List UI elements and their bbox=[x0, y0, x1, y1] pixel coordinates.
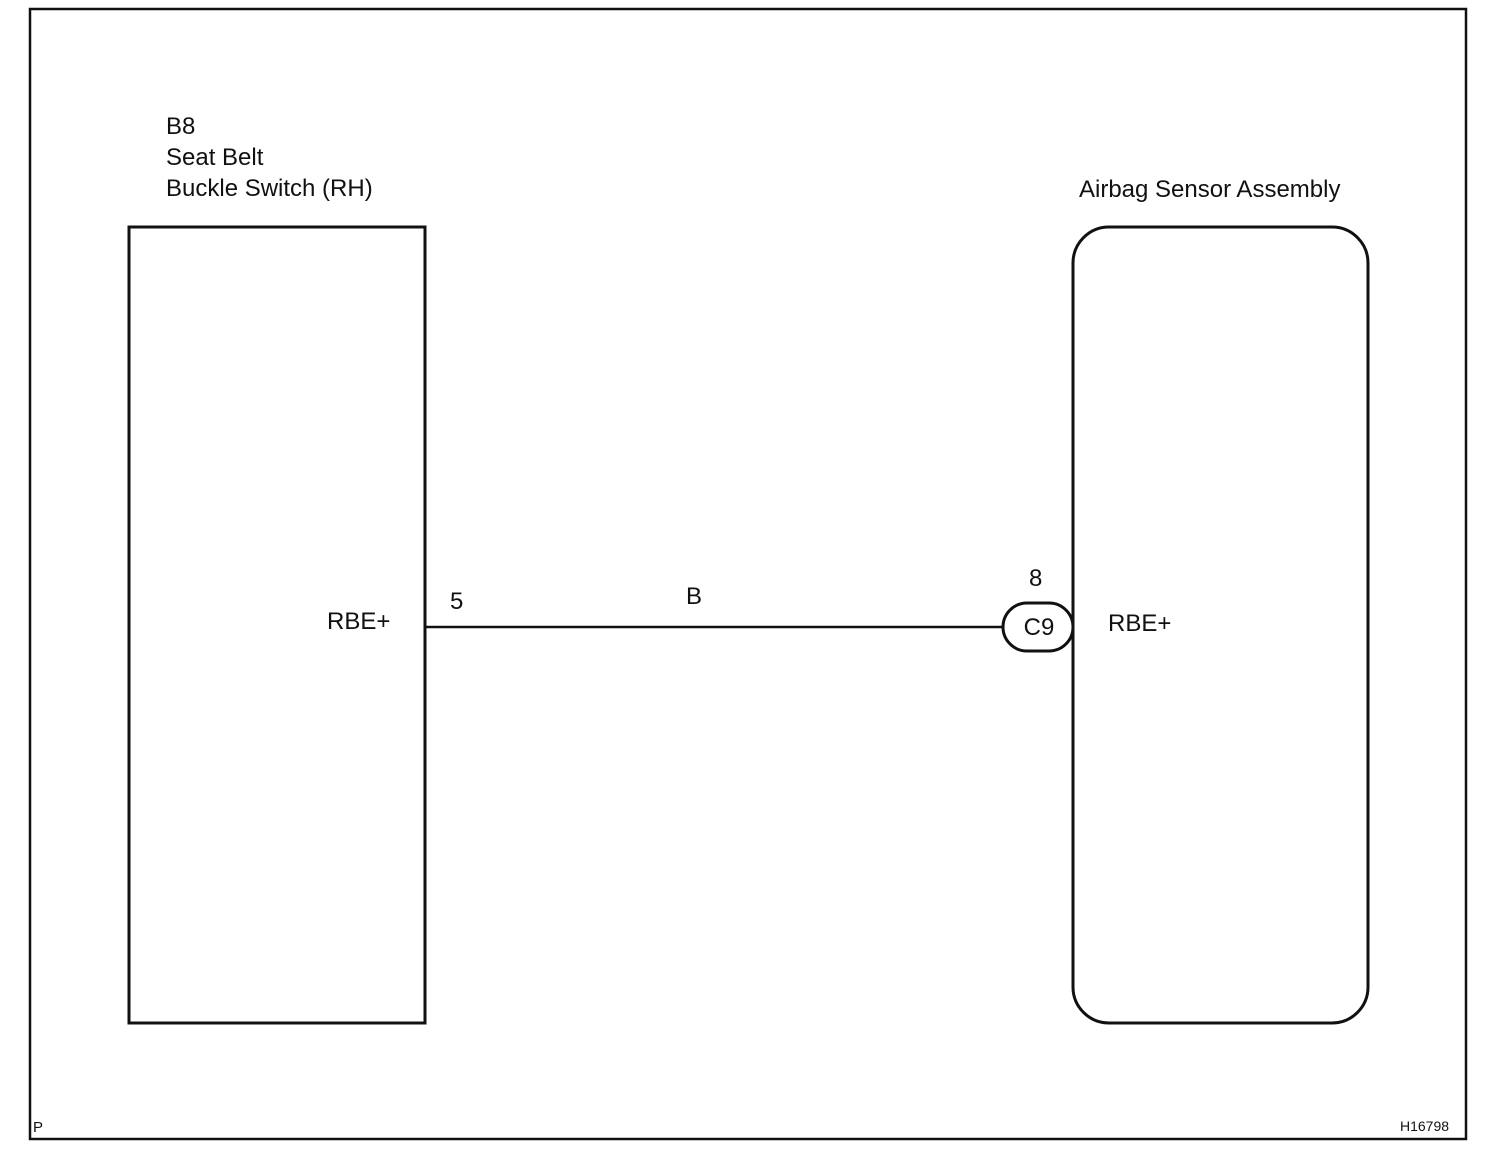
left-component-code: B8 bbox=[166, 113, 196, 140]
connector-c9-pill bbox=[1001, 601, 1075, 653]
figure-id: H16798 bbox=[1400, 1118, 1450, 1134]
diagram-frame bbox=[28, 7, 1468, 1141]
footer-left-mark: P bbox=[33, 1119, 44, 1136]
connector-c9-label: C9 bbox=[1024, 614, 1055, 641]
left-component-name-line1: Seat Belt bbox=[166, 144, 264, 171]
left-terminal-name: RBE+ bbox=[327, 608, 391, 635]
left-component-name-line2: Buckle Switch (RH) bbox=[166, 175, 373, 202]
left-pin-number: 5 bbox=[450, 588, 464, 615]
wire-color-code: B bbox=[686, 583, 703, 610]
right-terminal-name: RBE+ bbox=[1108, 610, 1172, 637]
right-component-name: Airbag Sensor Assembly bbox=[1079, 176, 1341, 203]
right-pin-number: 8 bbox=[1029, 565, 1043, 592]
seat-belt-buckle-switch-box bbox=[127, 225, 427, 1025]
